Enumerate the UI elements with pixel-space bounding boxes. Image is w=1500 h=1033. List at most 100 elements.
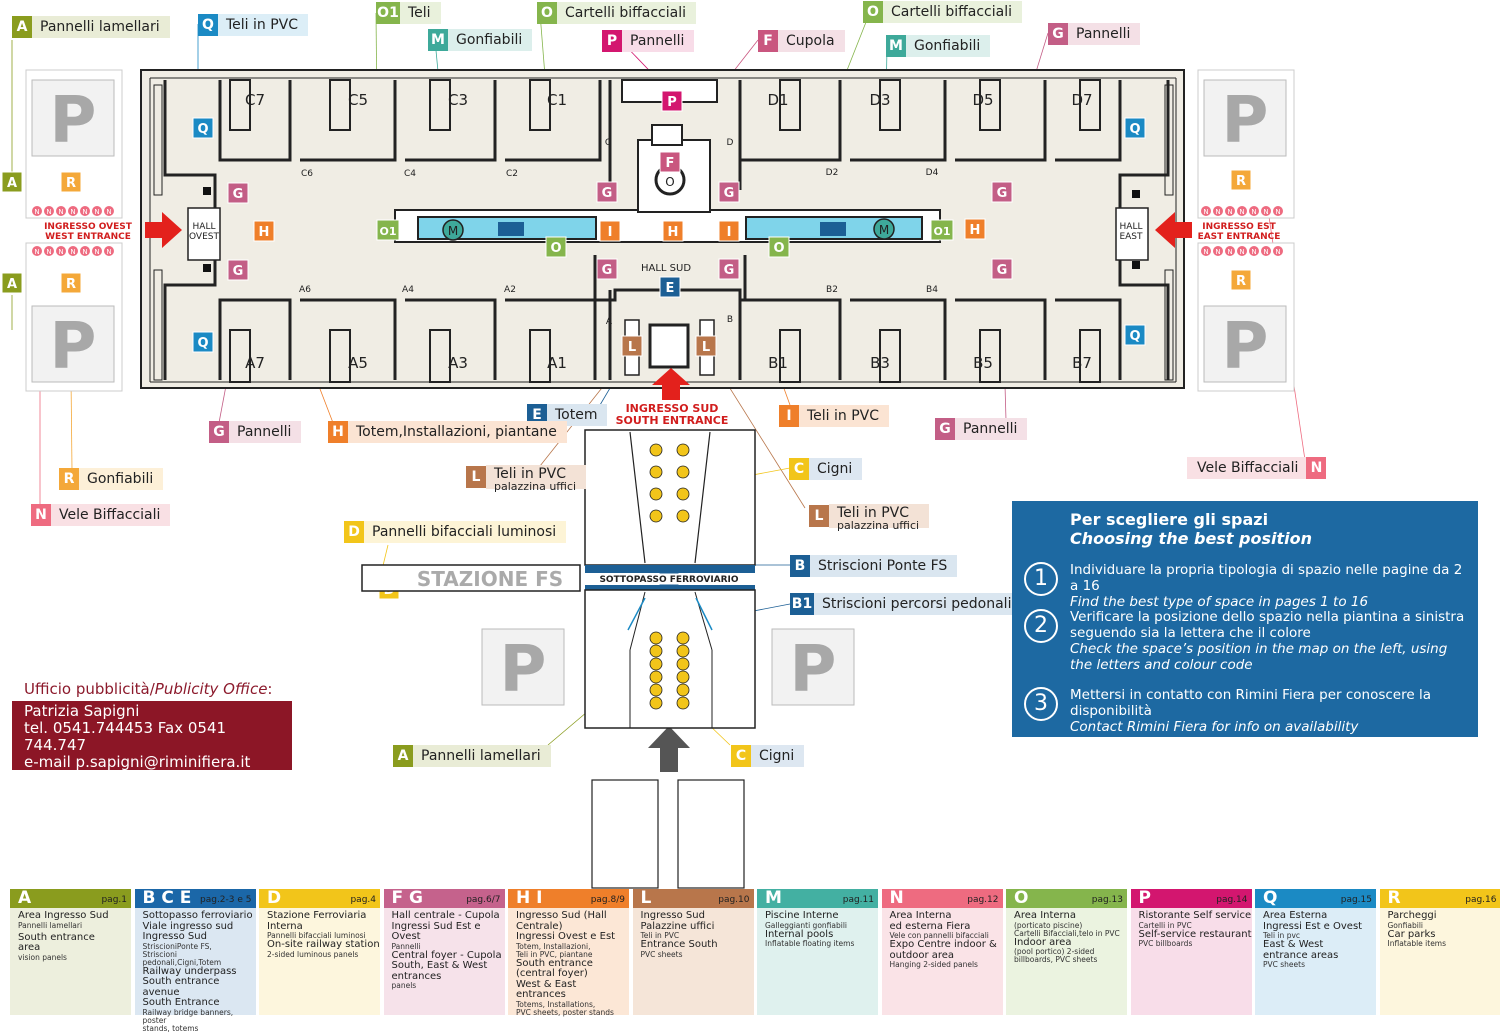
legend-page: pag.16	[1465, 895, 1496, 906]
legend-page: pag.4	[350, 895, 376, 906]
callout-code: R	[59, 468, 79, 490]
marker-letter: N	[34, 208, 39, 216]
legend-letters: D	[267, 889, 281, 908]
east-entrance-label: INGRESSO EST	[1202, 222, 1276, 232]
callout-text: Teli	[400, 2, 441, 24]
legend-page: pag.6/7	[466, 895, 500, 906]
hall-sublabel-D: D	[727, 138, 734, 148]
marker-letter: G	[602, 186, 613, 201]
hall-label-C7: C7	[245, 91, 265, 109]
hall-label-D3: D3	[869, 91, 890, 109]
callout-text: Pannelli	[622, 30, 694, 52]
legend-line: PVC sheets, poster stands	[516, 1009, 629, 1017]
legend-line: Striscioni pedonali,Cigni,Totem	[143, 951, 256, 967]
marker-letter: M	[448, 224, 458, 238]
marker-letter: N	[70, 208, 75, 216]
callout-text: Gonfiabili	[906, 35, 990, 57]
callout-code: O	[537, 2, 557, 24]
legend-line: Hanging 2-sided panels	[890, 961, 1003, 969]
hall-label-D5: D5	[972, 91, 993, 109]
legend-line: 2-sided luminous panels	[267, 951, 380, 959]
legend-line: East & West	[1263, 940, 1376, 951]
legend-line: Area Interna	[890, 911, 1003, 922]
legend-line: stands, totems	[143, 1025, 256, 1033]
marker-letter: A	[7, 176, 17, 191]
legend-line: South Entrance	[143, 998, 256, 1009]
legend-line: vision panels	[18, 954, 131, 962]
legend-page: pag.1	[101, 895, 127, 906]
marker-letter: R	[1236, 174, 1246, 189]
hall-sublabel-B4: B4	[926, 285, 938, 295]
marker-letter: N	[1227, 248, 1232, 256]
callout-code: D	[344, 521, 364, 543]
hall-east-label: EAST	[1119, 232, 1143, 242]
swan	[677, 671, 689, 683]
marker-letter: G	[233, 187, 244, 202]
marker-letter: O	[550, 241, 561, 256]
callout-text: Cartelli biffacciali	[883, 1, 1022, 23]
swan	[650, 466, 662, 478]
cupola-mark: O	[665, 175, 674, 189]
contact-phone[interactable]: tel. 0541.744453 Fax 0541 744.747	[24, 720, 292, 754]
callout-text: Cigni	[809, 458, 862, 480]
legend-line: West & East entrances	[516, 980, 629, 1001]
legend-line: Area Esterna	[1263, 911, 1376, 922]
legend-line: On-site railway station	[267, 940, 380, 951]
hall-sublabel-A: A	[606, 317, 613, 327]
callout-code: C	[731, 745, 751, 767]
hall-label-A5: A5	[348, 354, 368, 372]
legend-line: South entrance avenue	[143, 977, 256, 998]
marker-letter: N	[1215, 248, 1220, 256]
swan	[650, 632, 662, 644]
callout-code: O1	[376, 2, 400, 24]
pool-element	[498, 222, 524, 236]
marker-letter: O1	[379, 225, 396, 238]
parking-letter: P	[1222, 310, 1269, 384]
marker-letter: R	[66, 277, 76, 292]
parking-letter: P	[1222, 84, 1269, 158]
legend-letters: P	[1139, 889, 1151, 908]
hall-sublabel-A4: A4	[402, 285, 414, 295]
callout-text: Pannelli bifacciali luminosi	[364, 521, 566, 543]
hall-sublabel-B2: B2	[826, 285, 838, 295]
callout-subtext: palazzina uffici	[494, 481, 576, 492]
legend-line: Parcheggi	[1388, 911, 1500, 922]
hall-label-A7: A7	[245, 354, 265, 372]
marker-letter: G	[724, 263, 735, 278]
marker-letter: R	[66, 176, 76, 191]
parking-letter: P	[500, 633, 547, 707]
contact-email[interactable]: e-mail p.sapigni@riminifiera.it	[24, 754, 292, 771]
legend-page: pag.15	[1341, 895, 1372, 906]
cupola-top	[652, 125, 682, 145]
hall-sublabel-C: C	[605, 138, 611, 148]
callout-code: N	[1306, 457, 1326, 479]
south-avenue	[585, 430, 755, 565]
marker-letter: O	[773, 241, 784, 256]
marker-letter: N	[46, 208, 51, 216]
callout-text: Striscioni percorsi pedonali	[814, 593, 1021, 615]
callout-text: Pannelli	[229, 421, 301, 443]
marker-letter: N	[1275, 248, 1280, 256]
callout-code: I	[779, 405, 799, 427]
callout-code: M	[428, 29, 448, 51]
marker-letter: N	[58, 248, 63, 256]
